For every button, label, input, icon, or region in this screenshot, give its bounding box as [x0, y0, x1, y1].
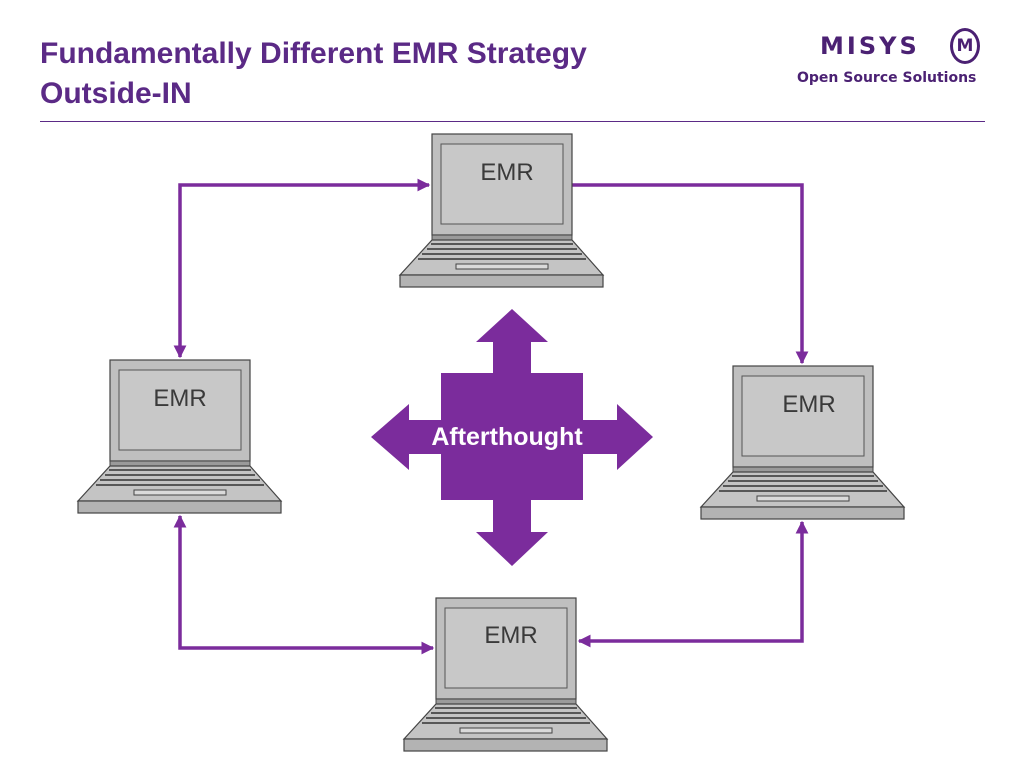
laptop-keyboard-deck [402, 703, 609, 740]
laptop-screen-display [118, 369, 242, 451]
laptop-hinge [435, 698, 577, 705]
laptop-screen-display [440, 143, 564, 225]
four-way-arrow-shape [371, 309, 653, 566]
title-divider [40, 121, 985, 122]
misys-logo: MISYS M Open Source Solutions [792, 26, 988, 92]
center-label: Afterthought [431, 423, 583, 451]
laptop-top-label: EMR [480, 159, 533, 186]
connector-left-bottom [173, 514, 435, 655]
laptop-bottom-label: EMR [484, 622, 537, 649]
laptop-touchpad [459, 727, 553, 734]
laptop-keyboard-deck [398, 239, 605, 276]
slide-title: Fundamentally Different EMR Strategy Out… [40, 34, 587, 114]
connector-top-right [572, 183, 809, 365]
laptop-bottom: EMR [402, 597, 609, 752]
laptop-top: EMR [398, 133, 605, 288]
laptop-touchpad [455, 263, 549, 270]
logo-tagline: Open Source Solutions [797, 70, 977, 86]
laptop-base-edge [399, 274, 604, 288]
laptop-base-edge [700, 506, 905, 520]
laptop-base-edge [77, 500, 282, 514]
laptop-right-label: EMR [782, 391, 835, 418]
logo-circle-m-icon: M [950, 28, 980, 64]
laptop-left-label: EMR [153, 385, 206, 412]
laptop-base-edge [403, 738, 608, 752]
laptop-hinge [732, 466, 874, 473]
laptop-left: EMR [76, 359, 283, 514]
laptop-right: EMR [699, 365, 906, 520]
laptop-keyboard-deck [76, 465, 283, 502]
connector-right-bottom [577, 520, 809, 648]
slide-title-line-2: Outside-IN [40, 77, 192, 110]
laptop-touchpad [756, 495, 850, 502]
laptop-hinge [431, 234, 573, 241]
logo-wordmark: MISYS [820, 32, 920, 60]
laptop-screen-display [444, 607, 568, 689]
slide-title-line-1: Fundamentally Different EMR Strategy [40, 37, 587, 70]
laptop-keyboard-deck [699, 471, 906, 508]
connector-left-top [173, 178, 431, 359]
laptop-screen-display [741, 375, 865, 457]
laptop-hinge [109, 460, 251, 467]
laptop-touchpad [133, 489, 227, 496]
